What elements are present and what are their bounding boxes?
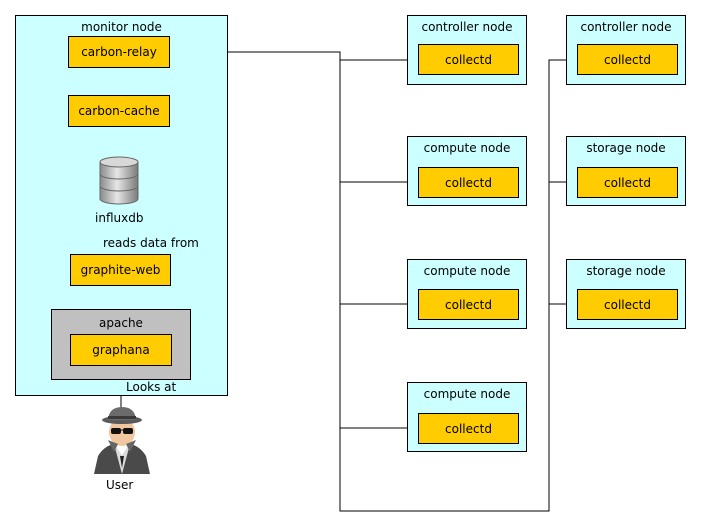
collectd-box: collectd: [418, 289, 519, 320]
bus-to-relay-arrow: [171, 48, 341, 60]
compute-node: compute node collectd: [407, 382, 527, 452]
collectd-box: collectd: [577, 167, 678, 198]
collectd-box: collectd: [418, 167, 519, 198]
collectd-box: collectd: [577, 289, 678, 320]
node-title: storage node: [586, 141, 666, 155]
node-title: compute node: [423, 141, 511, 155]
controller-node: controller node collectd: [407, 15, 527, 85]
graphite-web-box: graphite-web: [70, 254, 171, 286]
collectd-box: collectd: [418, 413, 519, 444]
apache-label: apache: [99, 316, 143, 330]
collectd-box: collectd: [418, 44, 519, 75]
looks-at-label: Looks at: [126, 380, 177, 394]
collectd-box: collectd: [577, 44, 678, 75]
compute-node: compute node collectd: [407, 136, 527, 206]
compute-node: compute node collectd: [407, 259, 527, 329]
carbon-cache-box: carbon-cache: [68, 95, 170, 127]
user-label: User: [106, 478, 134, 492]
database-icon: [99, 156, 139, 205]
node-title: controller node: [421, 20, 513, 34]
bus-vertical: [339, 59, 579, 512]
graphana-box: graphana: [70, 334, 172, 366]
carbon-relay-box: carbon-relay: [68, 36, 170, 68]
user-spy-icon: [94, 407, 150, 474]
storage-node: storage node collectd: [566, 136, 686, 206]
reads-data-from-label: reads data from: [103, 236, 199, 250]
controller-node: controller node collectd: [566, 15, 686, 85]
node-title: compute node: [423, 264, 511, 278]
node-title: compute node: [423, 387, 511, 401]
node-title: controller node: [580, 20, 672, 34]
storage-node: storage node collectd: [566, 259, 686, 329]
influxdb-label: influxdb: [95, 211, 144, 225]
node-title: storage node: [586, 264, 666, 278]
monitor-node-title: monitor node: [81, 20, 162, 34]
